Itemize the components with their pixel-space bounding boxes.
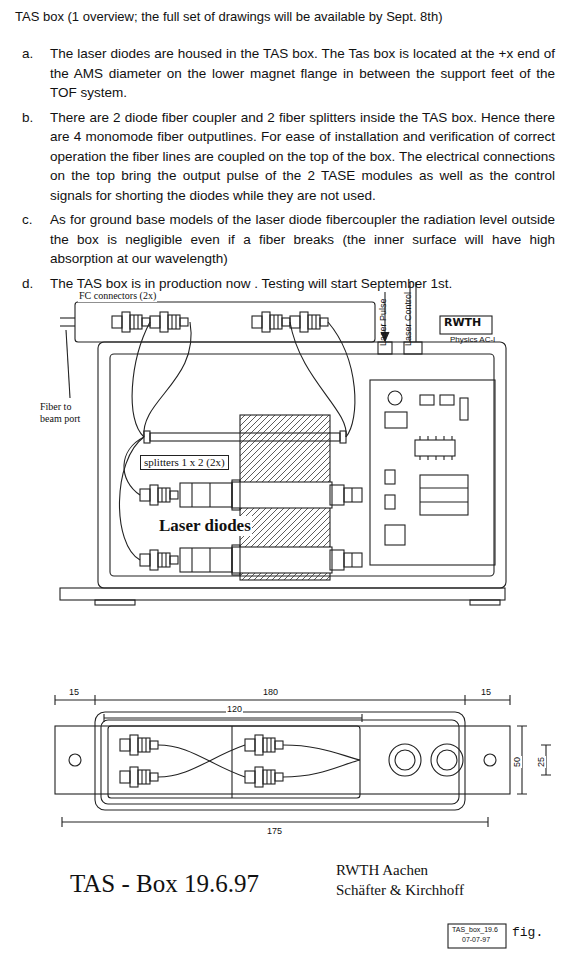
list-marker: c. [22,210,33,230]
stamp-text: 07-07-97 [462,936,490,944]
drawing-stroke [420,487,468,488]
drawing-stroke [340,431,346,443]
drawing-stroke [60,317,75,318]
drawing-stroke [440,395,454,405]
figure-note: fig. [512,926,543,941]
drawing-title: TAS - Box 19.6.97 [70,870,259,899]
drawing-stroke [144,431,150,443]
drawing-stroke [66,330,70,398]
drawing-stroke [98,342,506,588]
drawing-stroke [95,600,135,605]
logo-text: RWTH [444,317,481,330]
drawing-stroke [460,398,468,420]
drawing-stroke [112,312,150,332]
drawing-stroke [245,767,283,787]
dimension: 120 [226,704,243,714]
drawing-stroke [150,312,188,332]
drawing-stroke [108,726,360,798]
drawing-stroke [60,325,75,326]
drawing-stroke [95,712,465,810]
drawing-stroke [448,924,506,948]
drawing-stroke [55,695,510,705]
drawing-stroke [431,744,463,776]
drawing-stroke [120,735,158,755]
drawing-stroke [245,735,283,755]
signal-name: Laser Control [403,292,413,346]
drawing-stroke [328,322,355,437]
drawing-stroke [104,717,362,718]
drawing-stroke [395,750,415,770]
callout-label: splitters 1 x 2 (2x) [140,455,229,470]
drawing-stroke [388,391,402,405]
signal-name: Laser Pulse [378,298,388,346]
dimension: 50 [512,756,522,768]
drawing-stroke [420,436,452,460]
drawing-stroke [69,754,81,766]
drawing-stroke [75,302,375,342]
drawing-stroke [440,316,492,334]
drawing-stroke [283,760,360,777]
dimension: 25 [536,756,546,768]
drawing-stroke [484,754,496,766]
drawing-stroke [158,745,245,777]
drawing-stroke [290,312,328,332]
callout-label: FC connectors (2x) [78,290,157,302]
drawing-stroke [232,547,332,573]
page-title: TAS box (1 overview; the full set of dra… [15,10,443,25]
drawing-stroke [158,745,245,777]
list-marker: a. [22,44,33,64]
paragraph: As for ground base models of the laser d… [50,210,555,269]
drawing-stroke [385,495,395,509]
drawing-stroke [385,470,395,484]
drawing-stroke [231,726,232,798]
drawing-stroke [140,545,362,575]
drawing-stroke [120,767,158,787]
dimension: 15 [68,687,80,697]
list-marker: d. [22,274,33,294]
drawing-stroke [132,322,150,437]
drawing-stroke [420,475,468,515]
list-marker: b. [22,108,33,128]
drawing-stroke [55,726,510,794]
top-view [55,695,551,948]
drawing-stroke [470,600,500,605]
author-text: Schäfter & Kirchhoff [336,882,464,899]
drawing-stroke [415,282,416,342]
drawing-stroke [62,821,488,822]
drawing-stroke [389,744,421,776]
drawing-stroke [415,440,455,456]
author-text: RWTH Aachen [336,862,428,879]
paragraph: There are 2 diode fiber coupler and 2 fi… [50,108,555,206]
drawing-stroke [283,745,360,760]
drawing-stroke [420,501,468,502]
dimension: 180 [262,687,279,697]
drawing-stroke [55,699,510,700]
drawing-stroke [144,322,191,437]
drawing-stroke [385,412,407,428]
drawing-stroke [252,312,290,332]
callout-label: Laser diodes [158,516,252,536]
drawing-stroke [385,525,405,545]
dimension: 15 [480,687,492,697]
drawing-stroke [437,750,457,770]
paragraph: The laser diodes are housed in the TAS b… [50,44,555,103]
drawing-stroke [140,480,362,510]
drawing-stroke [104,714,362,722]
side-view [60,282,506,605]
dimension: 175 [266,826,283,836]
logo-text: Physics AC-I [450,335,495,344]
drawing-stroke [232,482,332,508]
drawing-stroke [60,588,505,600]
drawing-stroke [101,720,459,804]
drawing-stroke [420,395,434,405]
drawing-stroke [370,380,495,565]
callout-label: Fiber to beam port [40,401,94,424]
stamp-text: TAS_box_19.6 [452,926,498,934]
